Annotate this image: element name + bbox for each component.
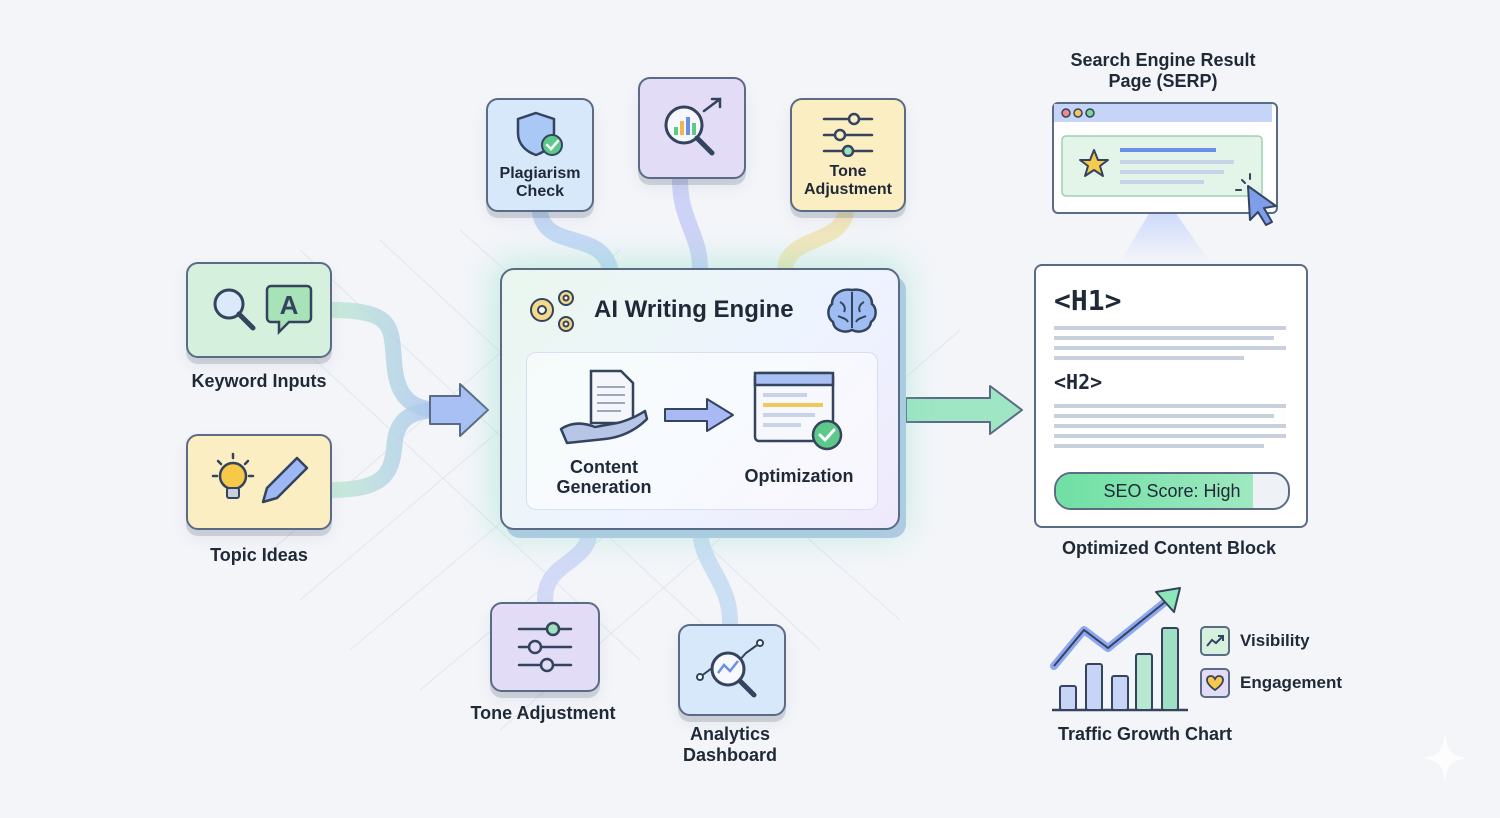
letter-a-icon: A: [265, 284, 313, 336]
shield-check-icon: [516, 111, 563, 157]
magnifier-chart-icon: [696, 639, 764, 698]
lightbulb-icon: [211, 452, 255, 499]
search-icon: [213, 288, 256, 331]
keyword-inputs-node[interactable]: A: [186, 262, 332, 358]
legend-visibility: Visibility: [1200, 626, 1310, 656]
svg-text:A: A: [280, 290, 299, 320]
magnifier-chart-icon: [664, 97, 722, 156]
document-hand-icon: [559, 369, 649, 445]
tone-adjustment-top-label: Tone Adjustment: [804, 163, 892, 198]
engine-title: AI Writing Engine: [594, 296, 794, 323]
h2-tag: <H2>: [1054, 370, 1103, 394]
process-arrow: [664, 398, 734, 432]
tone-adjustment-bottom-node[interactable]: [490, 602, 600, 692]
optimization-label: Optimization: [744, 466, 854, 486]
h1-text-lines: [1054, 326, 1286, 360]
serp-title: Search Engine Result Page (SERP): [1070, 50, 1256, 91]
traffic-growth-chart: [1050, 587, 1188, 712]
h1-tag: <H1>: [1054, 284, 1122, 317]
keyword-inputs-label: Keyword Inputs: [191, 371, 327, 391]
seo-score-bar: SEO Score: High: [1054, 472, 1290, 510]
sliders-icon: [822, 112, 874, 157]
seo-score-text: SEO Score: High: [1103, 480, 1241, 501]
topic-ideas-label: Topic Ideas: [210, 545, 308, 565]
plagiarism-check-label: Plagiarism Check: [499, 165, 581, 200]
heart-icon: [1200, 668, 1230, 698]
browser-check-icon: [753, 371, 843, 451]
serp-browser: [1052, 102, 1278, 214]
engine-inner-panel: Content Generation Optimization: [526, 352, 878, 510]
topic-ideas-node[interactable]: [186, 434, 332, 530]
ai-writing-engine: AI Writing Engine Content Generation: [500, 268, 900, 530]
optimized-content-label: Optimized Content Block: [1061, 538, 1276, 558]
sparkle-icon: [1422, 732, 1468, 784]
legend-engagement-label: Engagement: [1240, 673, 1343, 692]
optimized-content-block: <H1> <H2> SEO Score: High: [1034, 264, 1308, 528]
trend-icon: [1200, 626, 1230, 656]
h2-text-lines: [1054, 404, 1286, 448]
content-generation-label: Content Generation: [556, 457, 652, 497]
plagiarism-check-node[interactable]: Plagiarism Check: [486, 98, 594, 212]
traffic-growth-label: Traffic Growth Chart: [1057, 724, 1232, 744]
keyword-analysis-node[interactable]: [638, 77, 746, 179]
seo-score-fill: [1056, 474, 1254, 508]
cursor-icon: [1235, 173, 1277, 226]
legend-engagement: Engagement: [1200, 668, 1342, 698]
brain-icon: [827, 288, 877, 333]
sliders-icon: [517, 621, 573, 673]
analytics-dashboard-node[interactable]: [678, 624, 786, 716]
tone-adjustment-bottom-label: Tone Adjustment: [470, 703, 616, 723]
star-icon: [1079, 149, 1109, 177]
pencil-icon: [261, 456, 309, 504]
tone-adjustment-top-node[interactable]: Tone Adjustment: [790, 98, 906, 212]
gear-icon: [530, 290, 574, 332]
analytics-dashboard-label: Analytics Dashboard: [682, 724, 778, 765]
legend-visibility-label: Visibility: [1240, 631, 1310, 650]
